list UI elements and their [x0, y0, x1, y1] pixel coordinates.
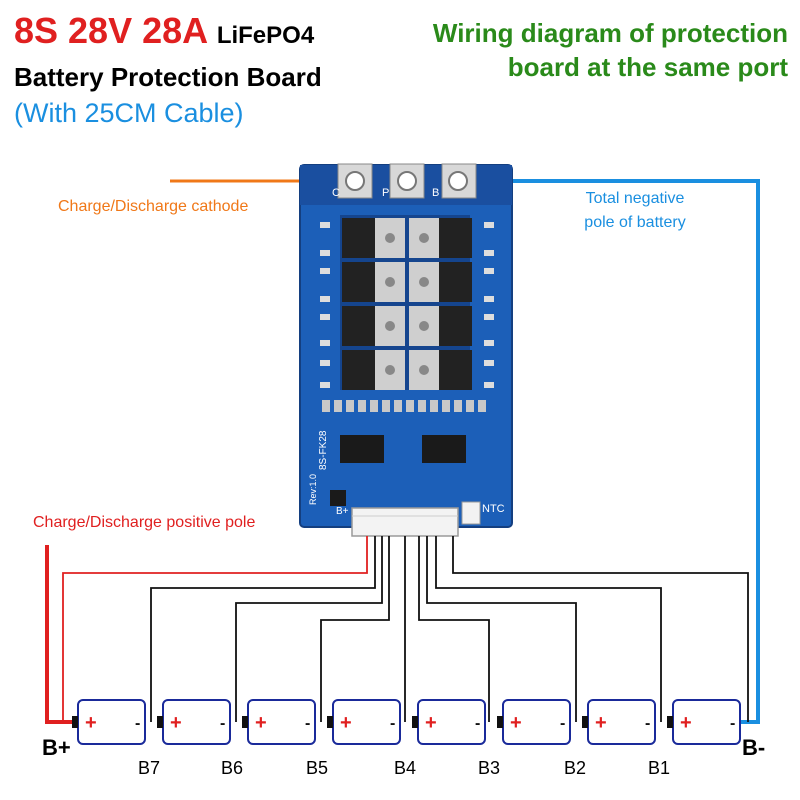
- label-positive-pole: Charge/Discharge positive pole: [33, 514, 256, 531]
- cell-minus-symbol: -: [135, 715, 140, 732]
- tap-label: B6: [221, 758, 244, 778]
- resistor-row: [322, 400, 486, 412]
- battery-cell: +-: [667, 699, 741, 745]
- tap-label: B4: [394, 758, 417, 778]
- mosfet-row-3: [342, 306, 472, 346]
- wire-b0: [452, 536, 749, 722]
- title-cable: (With 25CM Cable): [14, 98, 244, 128]
- tap-label: B2: [564, 758, 587, 778]
- positive-wire: [45, 545, 75, 724]
- silk-model: 8S-FK28: [318, 430, 329, 470]
- cell-minus-symbol: -: [305, 715, 310, 732]
- tap-label: B7: [138, 758, 161, 778]
- cell-minus-symbol: -: [390, 715, 395, 732]
- title-spec-text: 8S 28V 28A: [14, 10, 207, 51]
- ntc-connector: [461, 501, 481, 525]
- label-negative-line-2: pole of battery: [584, 214, 686, 231]
- pad-p: [389, 163, 425, 199]
- side-components: [320, 222, 494, 388]
- cell-terminal: [412, 716, 418, 728]
- wire-b1: [435, 536, 662, 722]
- cell-terminal: [242, 716, 248, 728]
- wire-bplus: [62, 536, 368, 722]
- title-chemistry: LiFePO4: [216, 22, 315, 49]
- wire-b3: [418, 536, 490, 722]
- label-negative-pole: Total negative pole of battery: [560, 187, 710, 235]
- cell-terminal: [497, 716, 503, 728]
- tap-label: B5: [306, 758, 329, 778]
- heading-wiring: Wiring diagram of protection board at th…: [433, 16, 788, 84]
- cell-terminal: [157, 716, 163, 728]
- balance-connector: [351, 507, 459, 537]
- cell-plus-symbol: +: [255, 712, 267, 734]
- battery-cell: +-: [327, 699, 401, 745]
- wire-b2: [426, 536, 577, 722]
- mosfet-row-2: [342, 262, 472, 302]
- cell-plus-symbol: +: [595, 712, 607, 734]
- cell-terminal: [72, 716, 78, 728]
- heading-line-2: board at the same port: [507, 52, 788, 82]
- battery-cell: +-: [412, 699, 486, 745]
- label-negative-line-1: Total negative: [585, 190, 685, 207]
- silk-pad-c: C: [332, 187, 340, 199]
- pad-p-hole: [397, 171, 417, 191]
- terminal-minus-label: B-: [742, 735, 766, 760]
- cell-plus-symbol: +: [510, 712, 522, 734]
- cell-plus-symbol: +: [170, 712, 182, 734]
- title-product: Battery Protection Board: [14, 62, 322, 92]
- battery-cell: +-: [157, 699, 231, 745]
- ic-left: [340, 435, 384, 463]
- negative-wire: [458, 179, 760, 724]
- tap-label: B3: [478, 758, 501, 778]
- battery-cell: +-: [582, 699, 656, 745]
- cell-minus-symbol: -: [220, 715, 225, 732]
- wire-b5: [320, 536, 390, 722]
- silk-rev: Rev:1.0: [308, 474, 318, 505]
- silk-bplus: B+: [336, 506, 349, 517]
- cell-plus-symbol: +: [85, 712, 97, 734]
- tap-label: B1: [648, 758, 671, 778]
- cell-minus-symbol: -: [645, 715, 650, 732]
- mosfet-row-1: [342, 218, 472, 258]
- title-spec: 8S 28V 28A LiFePO4: [14, 10, 314, 52]
- cell-plus-symbol: +: [680, 712, 692, 734]
- cell-plus-symbol: +: [425, 712, 437, 734]
- wire-b7: [150, 536, 376, 722]
- battery-cell: +-: [497, 699, 571, 745]
- wire-b6: [235, 536, 383, 722]
- battery-cells: +-+-+-+-+-+-+-+-: [72, 699, 741, 745]
- cell-terminal: [327, 716, 333, 728]
- label-cathode: Charge/Discharge cathode: [58, 198, 249, 215]
- heading-line-1: Wiring diagram of protection: [432, 18, 788, 48]
- cell-minus-symbol: -: [560, 715, 565, 732]
- ic-right: [422, 435, 466, 463]
- pad-c-hole: [345, 171, 365, 191]
- battery-cell: +-: [242, 699, 316, 745]
- cell-minus-symbol: -: [730, 715, 735, 732]
- cell-terminal: [667, 716, 673, 728]
- silk-ntc: NTC: [482, 503, 505, 515]
- cell-terminal: [582, 716, 588, 728]
- transistor: [330, 490, 346, 506]
- cell-plus-symbol: +: [340, 712, 352, 734]
- battery-cell: +-: [72, 699, 146, 745]
- balance-wires: [62, 536, 749, 722]
- protection-board: C P B: [299, 163, 513, 537]
- silk-pad-b: B: [432, 187, 439, 199]
- cell-minus-symbol: -: [475, 715, 480, 732]
- silk-pad-p: P: [382, 187, 389, 199]
- mosfet-array: [340, 215, 472, 390]
- pad-b-hole: [448, 171, 468, 191]
- mosfet-row-4: [342, 350, 472, 390]
- terminal-plus-label: B+: [42, 735, 71, 760]
